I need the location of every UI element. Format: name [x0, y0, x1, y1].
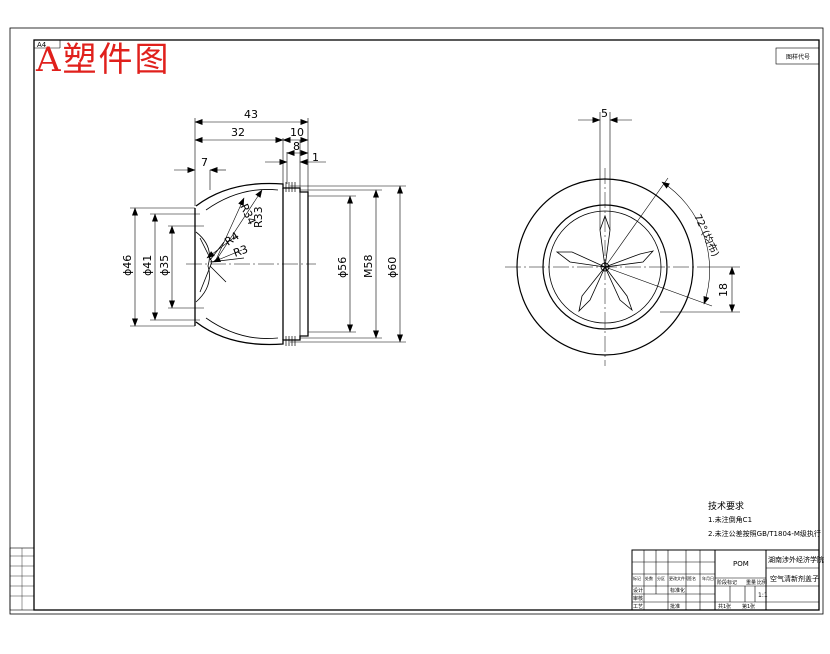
dim-m58: M58: [362, 255, 375, 279]
sheet-count-b: 第1张: [742, 603, 755, 610]
corner-tag: A4: [37, 41, 47, 49]
radius-r33: R33: [252, 206, 265, 228]
sheet-count-a: 共1张: [718, 603, 731, 610]
approve-label: 批准: [670, 603, 680, 610]
school-cell: 湖南涉外经济学院: [768, 555, 824, 564]
tech-line-1: 1.未注倒角C1: [708, 515, 752, 524]
row-label-1: 处数: [645, 575, 653, 581]
scale-cell: 1:1: [758, 592, 768, 599]
row-label-3: 更改文件号: [669, 575, 689, 581]
row-label-2: 分区: [657, 575, 665, 581]
dim-angle: 72°(均布): [691, 212, 721, 258]
tech-heading: 技术要求: [708, 500, 744, 512]
weight-label: 重量: [746, 579, 756, 586]
sheet-frame: [9, 27, 824, 615]
dim-10: 10: [290, 126, 304, 139]
scale-label: 比例: [757, 579, 767, 586]
dim-18: 18: [717, 283, 730, 297]
sign-label-design: 设计: [633, 587, 643, 594]
sign-label-process: 工艺: [633, 604, 643, 610]
sign-label-review: 审核: [633, 595, 643, 602]
dim-1: 1: [312, 151, 319, 164]
part-name-cell: 空气清新剂盖子: [770, 574, 819, 583]
dim-7: 7: [201, 156, 208, 169]
dim-32: 32: [231, 126, 245, 139]
stage-label: 阶段标记: [717, 579, 737, 586]
dim-43: 43: [244, 108, 258, 121]
material-cell: POM: [733, 560, 749, 568]
row-label-0: 标记: [633, 575, 641, 581]
dim-phi35: ϕ35: [158, 255, 171, 276]
dim-5: 5: [601, 107, 608, 120]
dim-phi60: ϕ60: [386, 257, 399, 278]
std-label: 标准化: [670, 587, 685, 594]
star-blades: [555, 214, 655, 313]
dim-8: 8: [293, 140, 300, 153]
side-view: 5 72°(均布) 18: [505, 107, 740, 366]
title-block: POM 湖南涉外经济学院 空气清新剂盖子 1:1 标记 处数 分区 更改文件号 …: [631, 549, 824, 611]
radius-r3: R3: [232, 243, 250, 260]
dim-phi56: ϕ56: [336, 257, 349, 278]
overlay-title: A塑件图: [36, 40, 171, 80]
dim-phi46: ϕ46: [121, 255, 134, 276]
dim-phi41: ϕ41: [141, 255, 154, 276]
top-drawing-number: 图样代号: [786, 53, 810, 61]
front-view: 43 32 10 8 1 7 R33 R34 R4 R3 ϕ46: [121, 108, 406, 346]
tech-line-2: 2.未注公差按照GB/T1804-M级执行: [708, 529, 821, 538]
row-label-5: 年月日: [702, 575, 714, 581]
dome-inner: [205, 189, 279, 339]
row-label-4: 签名: [688, 575, 696, 581]
technical-requirements: 技术要求 1.未注倒角C1 2.未注公差按照GB/T1804-M级执行: [708, 500, 821, 538]
